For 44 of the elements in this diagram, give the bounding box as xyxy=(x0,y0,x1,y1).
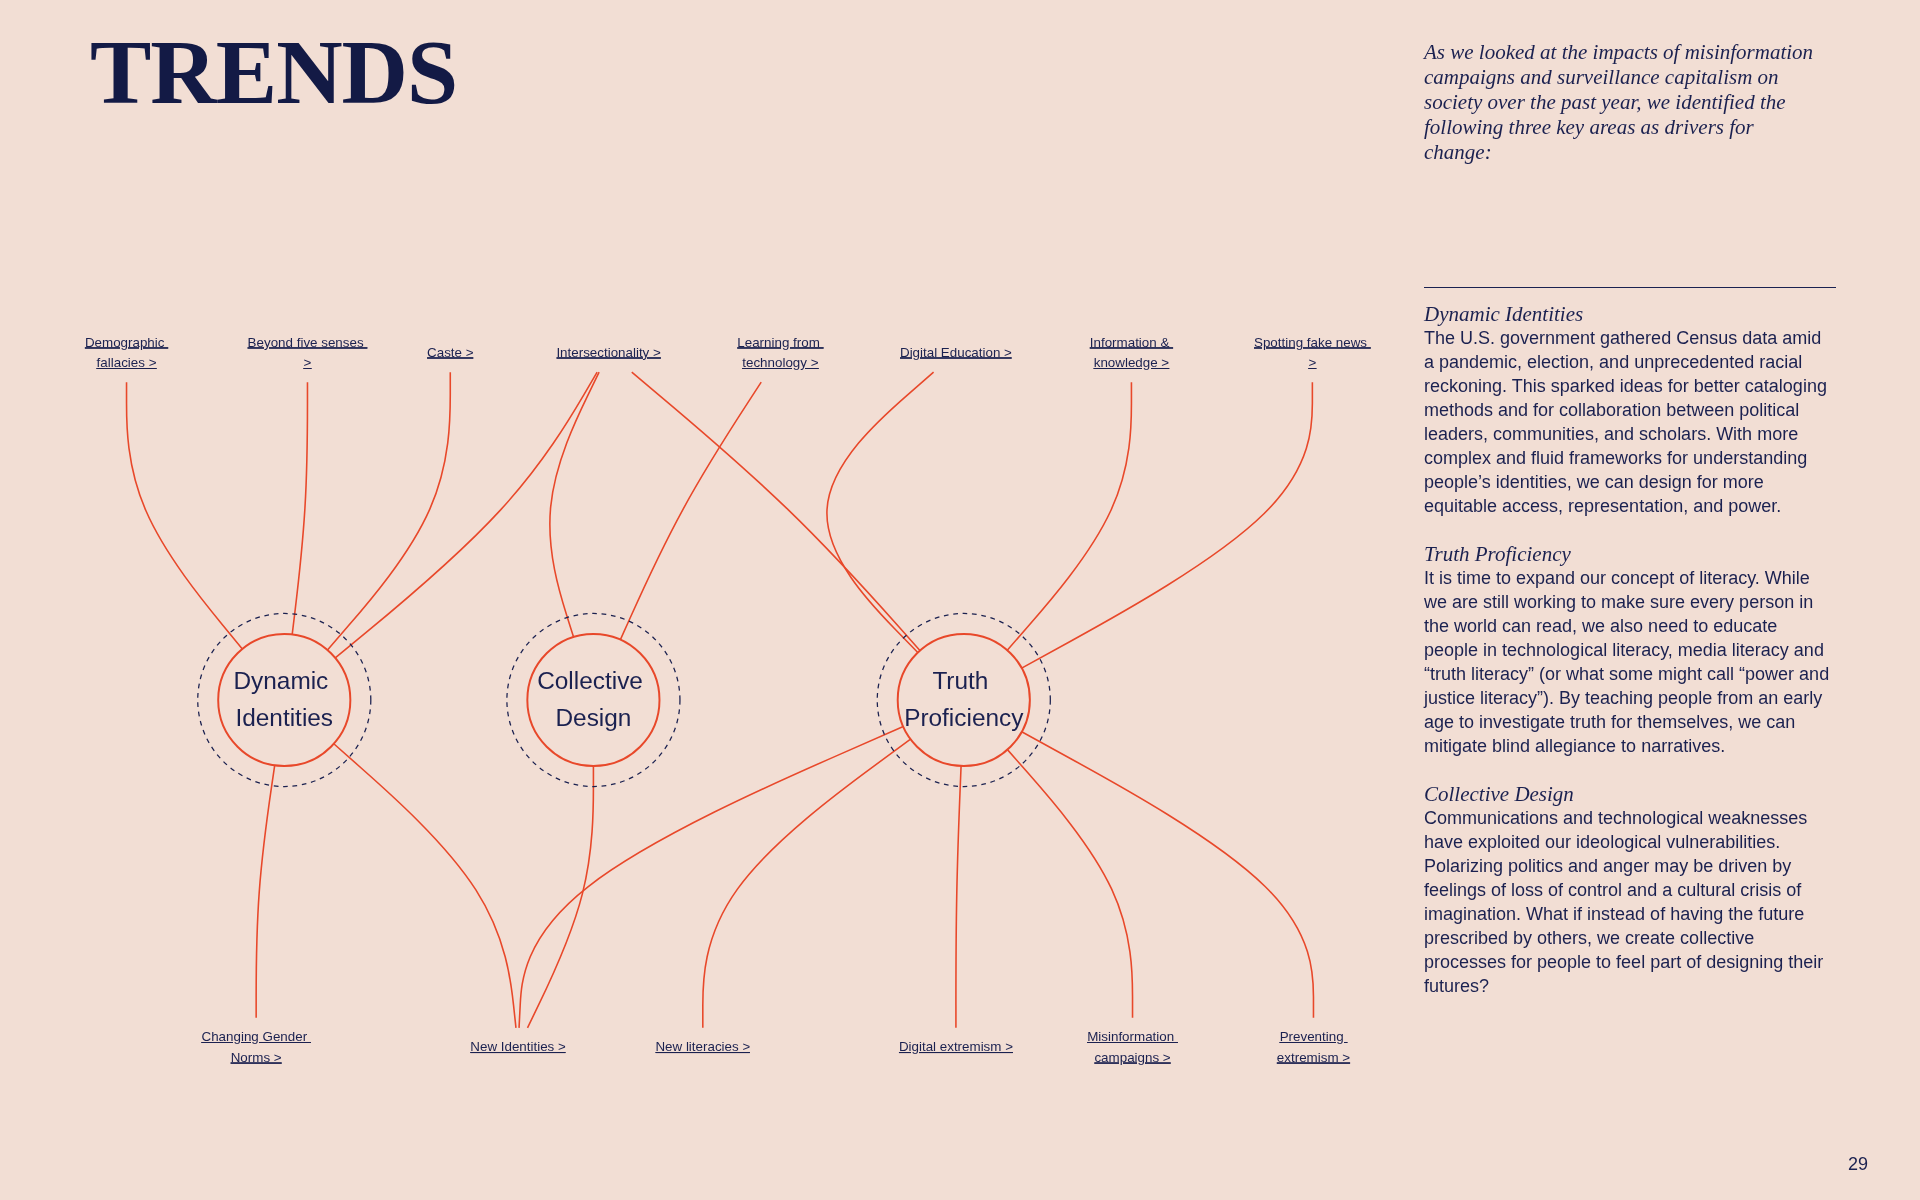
topic-link: Changing Gender Norms > xyxy=(201,1029,308,1065)
section-paragraph: The U.S. government gathered Census data amid a pandemic, election, and unprecedented racial reckoning. This sparked ideas for better cataloging methods and for collaboration between political leaders, communities, and scholars. With more complex and fluid frameworks for understanding people’s identities, we can design for more equitable access, representation, and power. xyxy=(1424,327,1828,518)
connector-line xyxy=(125,381,244,650)
topic-link: Digital extremism > xyxy=(898,1039,1013,1055)
topic-link: Beyond five senses > xyxy=(247,335,364,370)
theme-circle: Dynamic Identities xyxy=(197,612,372,788)
section-heading: Dynamic Identities xyxy=(1424,302,1585,326)
topic-link: Information & knowledge > xyxy=(1089,335,1170,370)
topic-link: New literacies > xyxy=(655,1039,751,1055)
section-paragraph: It is time to expand our concept of literacy. While we are still working to make sure every person in the world can read, we also need to educate people in technological literacy, media literacy and “truth literacy” (or what some might call “power and justice literacy”). By teaching people from an early age to investigate truth for themselves, we can mitigate blind allegiance to narratives. xyxy=(1424,567,1831,758)
connector-line xyxy=(1006,381,1133,651)
theme-circle: Collective Design xyxy=(506,612,681,788)
section-heading: Truth Proficiency xyxy=(1424,542,1572,566)
topic-link: Misinformation campaigns > xyxy=(1087,1029,1175,1065)
connector-line xyxy=(326,371,452,651)
topic-link: Spotting fake news > xyxy=(1254,335,1367,370)
topic-link: New Identities > xyxy=(470,1039,566,1055)
connector-line xyxy=(826,371,935,654)
topic-link: Demographic fallacies > xyxy=(84,335,165,370)
page-title: TRENDS xyxy=(90,26,458,118)
connector-line xyxy=(549,371,600,638)
topic-link: Caste > xyxy=(427,345,474,360)
connector-line xyxy=(1006,748,1134,1019)
connector-line xyxy=(630,371,921,652)
connector-line xyxy=(702,738,912,1029)
connector-line xyxy=(619,381,762,641)
topic-link: Digital Education > xyxy=(899,345,1012,360)
theme-circle: Truth Proficiency xyxy=(876,612,1051,788)
connector-line xyxy=(333,743,517,1029)
connector-line xyxy=(518,725,905,1029)
topic-link: Intersectionality > xyxy=(556,345,661,360)
connector-line xyxy=(1020,731,1315,1019)
page-number: 29 xyxy=(1848,1154,1869,1175)
topic-link: Preventing extremism > xyxy=(1276,1029,1351,1065)
intro-paragraph: As we looked at the impacts of misinformation campaigns and surveillance capitalism on society over the past year, we identified the following three key areas as drivers for change: xyxy=(1424,40,1815,165)
connector-line xyxy=(255,764,276,1019)
topic-link: Learning from technology > xyxy=(737,335,820,370)
section-paragraph: Communications and technological weaknesses have exploited our ideological vulnerabilities. Polarizing politics and anger may be driven by feelings of loss of control and a cultural crisis of imagination. What if instead of having the future prescribed by others, we create collective processes for people to feel part of designing their futures? xyxy=(1424,807,1825,998)
connector-line xyxy=(1020,381,1314,669)
connector-line xyxy=(334,371,598,659)
connector-line xyxy=(955,765,962,1029)
connector-line xyxy=(526,765,595,1029)
section-heading: Collective Design xyxy=(1424,782,1575,806)
connector-line xyxy=(291,381,309,636)
